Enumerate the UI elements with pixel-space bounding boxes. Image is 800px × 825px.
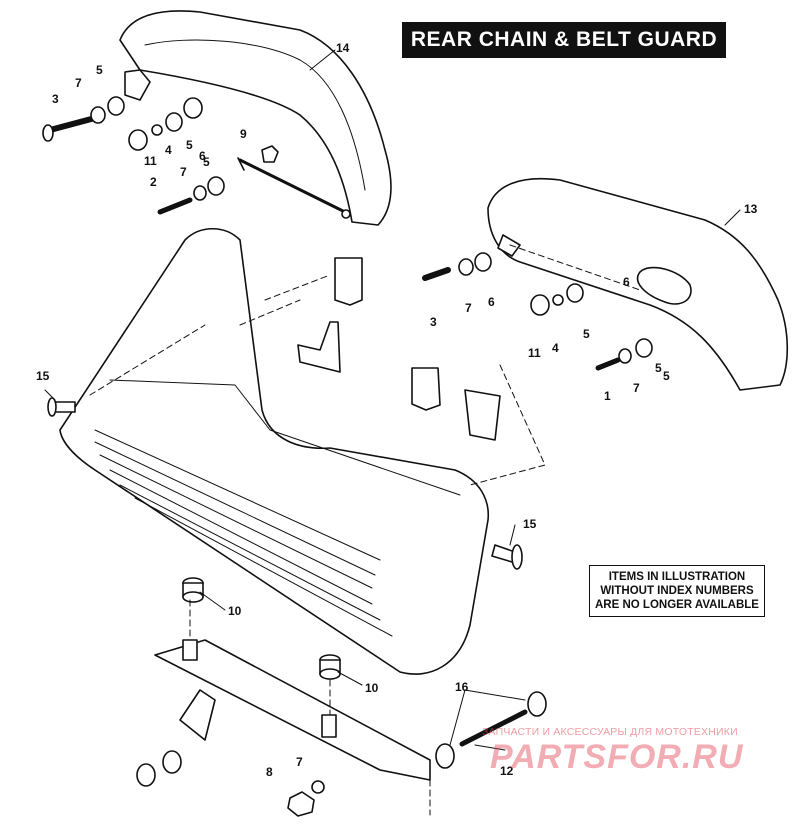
callout-5: 6 [623,275,630,289]
callout-14: 14 [336,41,350,55]
mounting-plate [154,639,431,781]
callout-5: 5 [655,361,662,375]
callout-13: 13 [744,202,758,216]
rubber-mount [319,654,341,680]
callout-6: 6 [488,295,495,309]
callout-3: 3 [52,92,59,106]
belt-guard-upper-right [487,177,789,391]
callout-5: 5 [663,369,670,383]
callout-7: 7 [465,301,472,315]
screw [491,544,523,570]
stud [435,691,547,769]
callout-labels: 14 7 5 3 5 4 11 5 9 2 7 6 6 13 3 7 6 5 1… [36,41,758,779]
note-line: WITHOUT INDEX NUMBERS [600,585,754,597]
callout-7: 7 [296,755,303,769]
callout-12: 12 [500,764,514,778]
callout-5: 5 [96,63,103,77]
main-belt-guard [59,228,490,675]
note-line: ITEMS IN ILLUSTRATION [608,571,746,583]
callout-5: 5 [583,327,590,341]
bracket-lower [411,367,501,441]
callout-11: 11 [528,346,541,360]
availability-note: ITEMS IN ILLUSTRATION WITHOUT INDEX NUMB… [589,565,765,617]
hardware-upper-left [42,96,279,215]
callout-9: 9 [240,127,247,141]
callout-6: 6 [199,149,206,163]
callout-2: 2 [150,175,157,189]
hardware-upper-right [422,252,653,371]
bracket-upper [297,257,363,373]
leader-lines [44,49,741,751]
rubber-mount [182,577,204,603]
callout-10: 10 [228,604,242,618]
callout-7: 7 [75,76,82,90]
callout-15: 15 [523,517,537,531]
callout-11: 11 [144,154,157,168]
callout-4: 4 [165,143,172,157]
callout-16: 16 [455,680,469,694]
callout-3: 3 [430,315,437,329]
callout-5: 5 [186,138,193,152]
callout-8: 8 [266,765,273,779]
callout-7: 7 [180,165,187,179]
callout-1: 1 [604,389,611,403]
callout-10: 10 [365,681,379,695]
assembly-lines [89,244,641,816]
washer [136,750,325,817]
screw [47,397,76,417]
callout-7: 7 [633,381,640,395]
diagram-title: REAR CHAIN & BELT GUARD [402,22,726,58]
callout-5: 5 [203,155,210,169]
callout-4: 4 [552,341,559,355]
note-line: ARE NO LONGER AVAILABLE [595,599,759,611]
upper-chain-guard [119,10,392,226]
callout-15: 15 [36,369,50,383]
